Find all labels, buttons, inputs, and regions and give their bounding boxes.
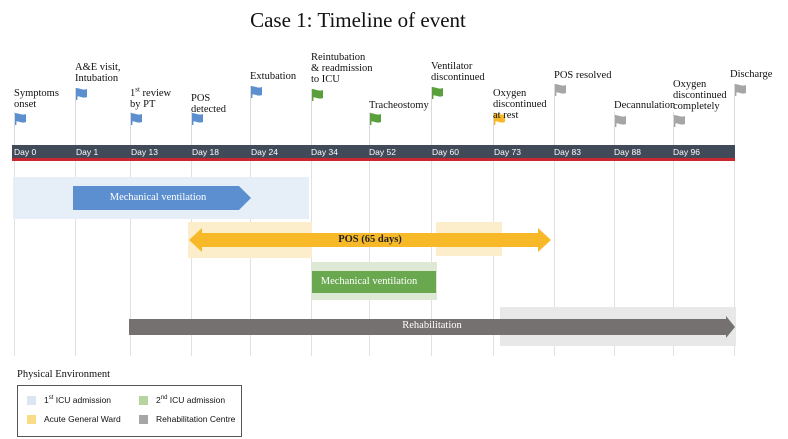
event-stem: [431, 87, 432, 145]
gridline: [614, 112, 615, 356]
day-label: Day 18: [192, 147, 219, 157]
day-label: Day 88: [614, 147, 641, 157]
gridline: [14, 112, 15, 356]
event-stem: [250, 86, 251, 145]
legend-rehab-label: Rehabilitation Centre: [156, 414, 236, 424]
gridline: [734, 112, 735, 356]
event-stem: [191, 113, 192, 145]
legend: 1st ICU admission 2nd ICU admission Acut…: [17, 385, 242, 437]
day-label: Day 60: [432, 147, 459, 157]
day-label: Day 13: [131, 147, 158, 157]
event-label: Decannulation: [614, 100, 676, 111]
page-title: Case 1: Timeline of event: [250, 8, 466, 32]
event-stem: [130, 113, 131, 145]
flag-icon: [312, 89, 323, 101]
rehabilitation-label: Rehabilitation: [402, 320, 462, 331]
flag-icon: [76, 88, 87, 100]
mechanical-ventilation-1-bar: [73, 186, 251, 210]
timeline-axis-underline: [12, 158, 735, 161]
event-label: A&E visit,Intubation: [75, 62, 121, 84]
event-stem: [734, 84, 735, 145]
event-stem: [493, 113, 494, 145]
event-stem: [369, 113, 370, 145]
day-label: Day 96: [673, 147, 700, 157]
flag-icon: [131, 113, 142, 125]
pos-duration-label: POS (65 days): [338, 234, 402, 245]
legend-title: Physical Environment: [17, 369, 111, 380]
gridline: [673, 112, 674, 356]
gridline: [75, 112, 76, 356]
mechanical-ventilation-2-bar: [312, 271, 436, 293]
day-label: Day 1: [76, 147, 99, 157]
mechanical-ventilation-2-label: Mechanical ventilation: [320, 276, 418, 287]
pos-duration-bar: [189, 228, 551, 252]
event-stem: [75, 88, 76, 145]
gridline: [130, 112, 131, 356]
event-label: Tracheostomy: [369, 100, 429, 111]
flag-icon: [674, 115, 685, 127]
event-label: POS resolved: [554, 70, 612, 81]
flag-icon: [432, 87, 443, 99]
event-stem: [14, 113, 15, 145]
legend-ward-label: Acute General Ward: [44, 414, 121, 424]
rehabilitation-bar: [129, 316, 735, 338]
flag-icon: [615, 115, 626, 127]
day-label: Day 0: [14, 147, 37, 157]
day-label: Day 83: [554, 147, 581, 157]
timeline-axis: [12, 145, 735, 160]
gridline: [554, 112, 555, 356]
event-stem: [311, 89, 312, 145]
flag-icon: [251, 86, 262, 98]
legend-icu1-label: 1st ICU admission: [44, 395, 112, 405]
event-label: Discharge: [730, 69, 773, 80]
flag-icon: [555, 84, 566, 96]
legend-icu2-swatch: [139, 396, 148, 405]
event-label: Extubation: [250, 71, 297, 82]
day-label: Day 24: [251, 147, 278, 157]
event-stem: [554, 84, 555, 145]
flag-icon: [735, 84, 746, 96]
flag-icon: [370, 113, 381, 125]
day-label: Day 73: [494, 147, 521, 157]
legend-ward-swatch: [27, 415, 36, 424]
day-label: Day 34: [311, 147, 338, 157]
event-stem: [673, 115, 674, 145]
flag-icon: [15, 113, 26, 125]
day-label: Day 52: [369, 147, 396, 157]
legend-icu1-swatch: [27, 396, 36, 405]
event-stem: [614, 115, 615, 145]
flag-icon: [494, 113, 505, 125]
flag-icon: [192, 113, 203, 125]
legend-rehab-swatch: [139, 415, 148, 424]
mechanical-ventilation-1-label: Mechanical ventilation: [109, 192, 207, 203]
legend-icu2-label: 2nd ICU admission: [156, 395, 226, 405]
